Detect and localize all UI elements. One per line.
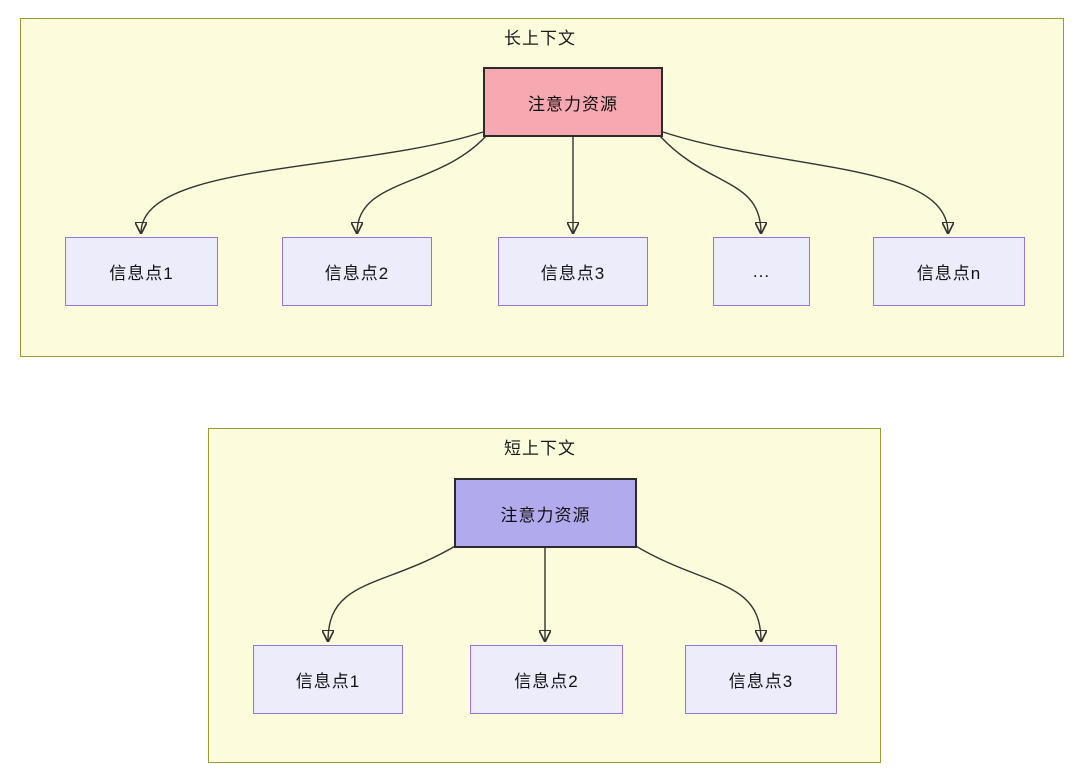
long-info-node-3: 信息点3 xyxy=(498,237,648,306)
long-info-node-ellipsis: ... xyxy=(713,237,810,306)
long-info-node-n: 信息点n xyxy=(873,237,1025,306)
short-info-node-2: 信息点2 xyxy=(470,645,623,714)
short-info-node-1: 信息点1 xyxy=(253,645,403,714)
long-context-title: 长上下文 xyxy=(504,29,576,48)
short-info-node-3: 信息点3 xyxy=(685,645,837,714)
short-context-title: 短上下文 xyxy=(504,439,576,458)
long-attention-node: 注意力资源 xyxy=(483,67,663,137)
long-info-node-2: 信息点2 xyxy=(282,237,432,306)
long-info-node-1: 信息点1 xyxy=(65,237,218,306)
short-attention-node: 注意力资源 xyxy=(454,478,637,548)
